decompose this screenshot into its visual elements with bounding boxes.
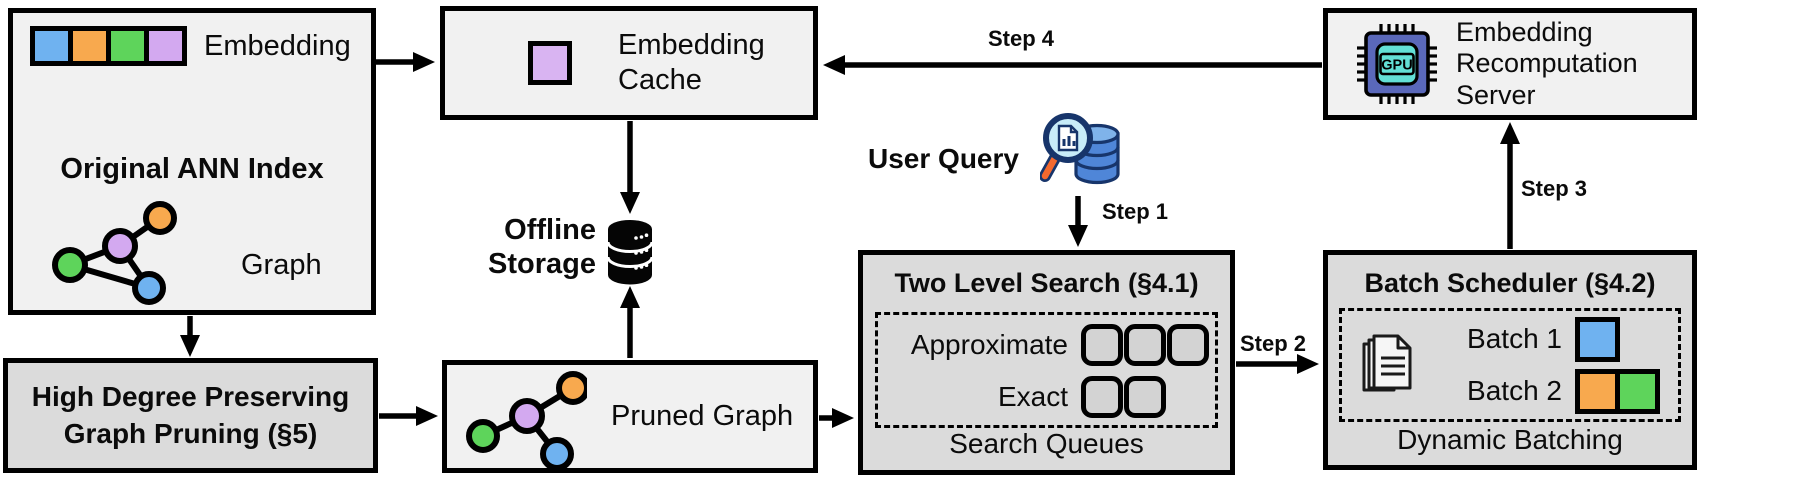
step4-label: Step 4 xyxy=(987,26,1055,51)
recomputation-server-label: Embedding Recomputation Server xyxy=(1456,16,1638,110)
exact-label: Exact xyxy=(997,381,1068,412)
batch1-items xyxy=(1575,316,1620,362)
batch-scheduler-title: Batch Scheduler (§4.2) xyxy=(1364,268,1656,298)
two-level-search-box: Two Level Search (§4.1) Approximate Exac… xyxy=(858,250,1235,475)
batch2-items xyxy=(1575,368,1660,414)
offline-storage-label: Offline Storage xyxy=(488,214,596,281)
embedding-row: Embedding xyxy=(30,26,351,66)
query-search-database-icon xyxy=(1040,113,1120,185)
pruned-graph-box: Pruned Graph xyxy=(442,360,818,473)
exact-queue-row: Exact xyxy=(878,372,1215,422)
embedding-cell-green xyxy=(106,26,149,66)
queue-slot xyxy=(1124,376,1166,418)
two-level-search-title: Two Level Search (§4.1) xyxy=(894,268,1199,298)
database-storage-icon xyxy=(606,220,654,285)
approximate-queue-row: Approximate xyxy=(878,320,1215,370)
gpu-chip-icon: GPU xyxy=(1357,24,1437,104)
batch-item-blue xyxy=(1575,316,1620,362)
embedding-cell-orange xyxy=(68,26,111,66)
embedding-cell-purple xyxy=(144,26,187,66)
pruned-graph-icon xyxy=(466,370,587,468)
step1-label: Step 1 xyxy=(1102,199,1169,224)
graph-pruning-label: High Degree Preserving Graph Pruning (§5… xyxy=(31,381,350,449)
embedding-cell-blue xyxy=(30,26,73,66)
step3-label: Step 3 xyxy=(1521,176,1588,201)
ann-index-title: Original ANN Index xyxy=(60,153,324,185)
batch-scheduler-box: Batch Scheduler (§4.2) Batch 1 xyxy=(1323,250,1697,470)
documents-stack-icon xyxy=(1362,334,1412,392)
embedding-vector-icon xyxy=(30,26,187,66)
batch2-label: Batch 2 xyxy=(1467,375,1562,406)
queue-slot xyxy=(1124,324,1166,366)
embedding-cache-box: Embedding Cache xyxy=(440,6,818,120)
pruned-graph-label: Pruned Graph xyxy=(611,400,794,433)
queue-slot xyxy=(1081,376,1123,418)
graph-pruning-box: High Degree Preserving Graph Pruning (§5… xyxy=(3,358,378,473)
embedding-label: Embedding xyxy=(204,29,351,62)
batch1-row: Batch 1 xyxy=(1450,316,1660,362)
search-queues-label: Search Queues xyxy=(949,428,1144,459)
exact-queue-slots xyxy=(1081,376,1166,418)
cached-embedding-icon xyxy=(528,41,572,85)
batch-list: Batch 1 Batch 2 xyxy=(1450,316,1660,414)
batch-item-green xyxy=(1615,368,1660,414)
gpu-chip-text: GPU xyxy=(1381,58,1412,74)
dynamic-batching-panel: Batch 1 Batch 2 xyxy=(1339,308,1681,422)
approximate-label: Approximate xyxy=(910,329,1068,360)
user-query-label: User Query xyxy=(868,143,1019,174)
graph-label: Graph xyxy=(241,249,322,281)
queue-slot xyxy=(1081,324,1123,366)
queue-slot xyxy=(1167,324,1209,366)
approximate-queue-slots xyxy=(1081,324,1209,366)
embedding-cache-label: Embedding Cache xyxy=(618,28,765,96)
original-ann-index-box: Embedding Original ANN Index Graph xyxy=(8,8,376,315)
batch2-row: Batch 2 xyxy=(1450,368,1660,414)
batch1-label: Batch 1 xyxy=(1467,323,1562,354)
original-graph-icon xyxy=(52,201,177,305)
dynamic-batching-label: Dynamic Batching xyxy=(1397,424,1623,455)
batch-item-orange xyxy=(1575,368,1620,414)
recomputation-server-box: GPU Embedding Recomputation Server xyxy=(1323,8,1697,120)
step2-label: Step 2 xyxy=(1240,331,1307,356)
search-queues-panel: Approximate Exact xyxy=(875,312,1218,428)
